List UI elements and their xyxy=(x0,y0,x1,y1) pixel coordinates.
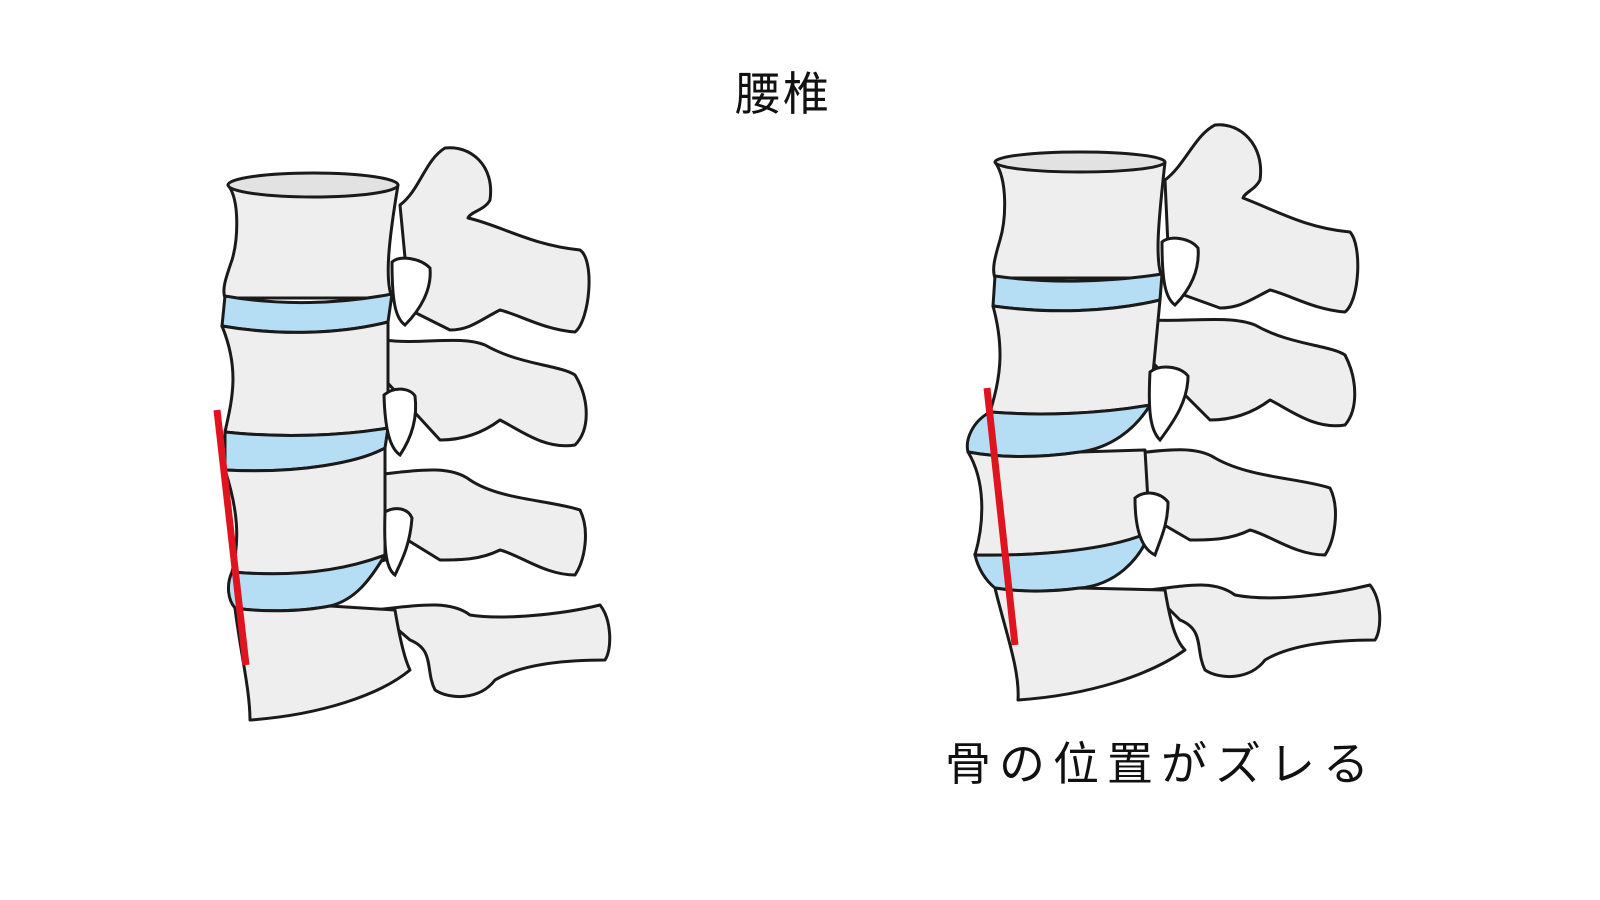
vertebral-body xyxy=(993,586,1187,702)
intervertebral-disc xyxy=(973,529,1153,593)
vertebral-body xyxy=(222,183,400,300)
slippage-caption: 骨の位置がズレる xyxy=(945,737,1377,791)
alignment-line xyxy=(983,387,1019,646)
spinous-processes xyxy=(1118,123,1382,679)
alignment-line xyxy=(213,409,250,666)
spinous-processes xyxy=(373,146,612,699)
vertebral-body xyxy=(233,604,412,722)
page-title: 腰椎 xyxy=(735,67,831,121)
vertebral-body xyxy=(988,298,1162,416)
vertebral-body xyxy=(992,160,1167,280)
normal-spine-figure xyxy=(213,146,612,722)
intervertebral-disc xyxy=(226,552,389,613)
slipped-spine-figure xyxy=(965,123,1382,702)
vertebral-body xyxy=(220,320,390,437)
